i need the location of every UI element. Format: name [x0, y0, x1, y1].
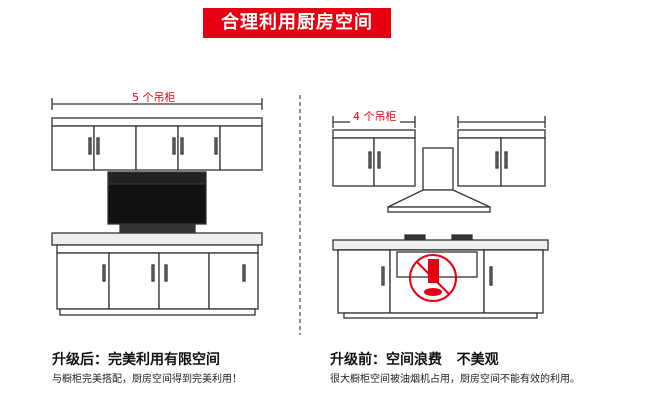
- range-hood-integrated: [107, 171, 207, 234]
- warning-icon: [409, 254, 457, 302]
- left-heading: 升级后：完美利用有限空间: [52, 352, 220, 368]
- left-subtext: 与橱柜完美搭配，厨房空间得到完美利用！: [52, 374, 242, 385]
- page-title: 合理利用厨房空间: [203, 8, 391, 38]
- counter-left: [51, 232, 263, 316]
- dimension-label-left: 5 个吊柜: [132, 91, 176, 104]
- right-heading: 升级前：空间浪费 不美观: [330, 352, 499, 368]
- upper-cabinets-right: [332, 129, 546, 187]
- upper-cabinets-left: [51, 117, 263, 171]
- counter-right: [332, 234, 549, 319]
- right-subtext: 很大橱柜空间被油烟机占用，厨房空间不能有效的利用。: [330, 374, 580, 385]
- dimension-line-left: [51, 98, 263, 110]
- range-hood-chimney: [387, 147, 491, 213]
- dimension-label-right: 4 个吊柜: [350, 108, 400, 124]
